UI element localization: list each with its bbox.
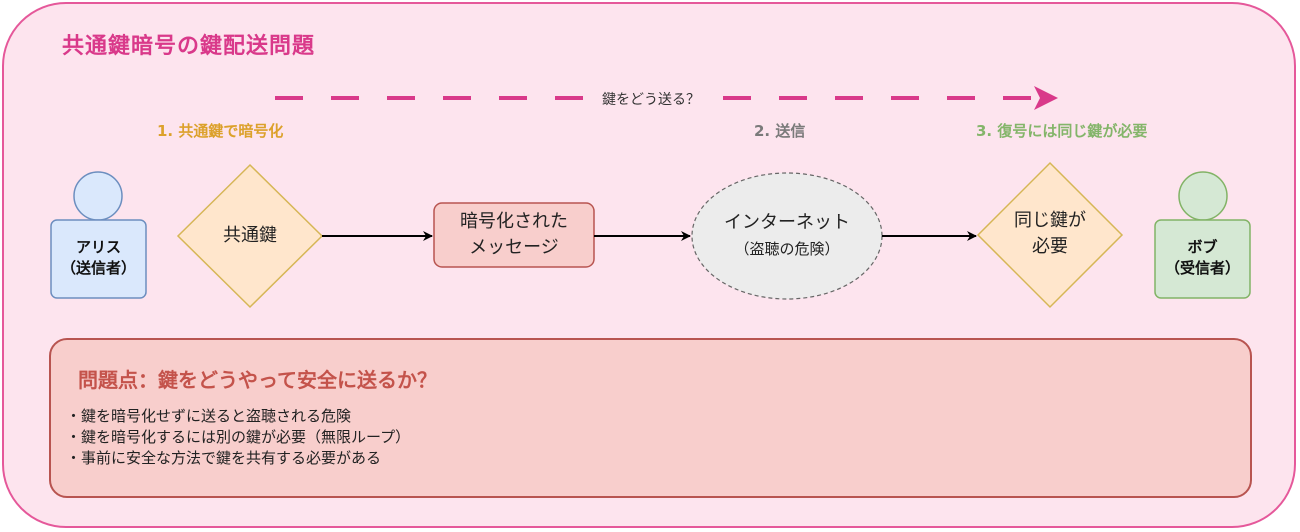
internet-node-label: インターネット （盗聴の危険） (697, 210, 877, 262)
sender-role: （送信者） (60, 259, 136, 277)
message-node-line2: メッセージ (469, 237, 559, 258)
problem-list: ・鍵を暗号化せずに送ると盗聴される危険 ・鍵を暗号化するには別の鍵が必要（無限ル… (66, 406, 410, 469)
receiver-person-icon (1154, 171, 1251, 299)
problem-title: 問題点：鍵をどうやって安全に送るか？ (78, 368, 437, 392)
receiver-name: ボブ (1187, 238, 1218, 256)
key-node-label: 共通鍵 (223, 225, 277, 246)
problem-item: ・事前に安全な方法で鍵を共有する必要がある (66, 449, 382, 467)
sender-name: アリス (75, 238, 121, 256)
message-node-label: 暗号化された メッセージ (434, 209, 594, 261)
problem-box (49, 338, 1252, 498)
message-node-line1: 暗号化された (460, 211, 568, 232)
problem-item: ・鍵を暗号化するには別の鍵が必要（無限ループ） (66, 428, 411, 446)
same-key-node-label: 同じ鍵が 必要 (990, 208, 1110, 260)
top-arrow-label: 鍵をどう送る？ (598, 89, 704, 109)
sender-person-icon (50, 171, 147, 299)
step-2-label: 2. 送信 (754, 122, 806, 140)
receiver-label: ボブ （受信者） (1155, 237, 1250, 279)
key-diamond (176, 163, 324, 309)
diagram-title: 共通鍵暗号の鍵配送問題 (62, 34, 316, 59)
top-arrowhead (1034, 86, 1058, 110)
internet-node-line2: （盗聴の危険） (734, 240, 840, 258)
same-key-diamond (976, 161, 1124, 309)
problem-item: ・鍵を暗号化せずに送ると盗聴される危険 (66, 407, 352, 425)
internet-node-line1: インターネット (724, 212, 850, 233)
same-key-node-line2: 必要 (1032, 236, 1068, 257)
receiver-role: （受信者） (1164, 259, 1240, 277)
sender-label: アリス （送信者） (51, 237, 146, 279)
same-key-node-line1: 同じ鍵が (1014, 210, 1086, 231)
step-3-label: 3. 復号には同じ鍵が必要 (976, 122, 1148, 140)
step-1-label: 1. 共通鍵で暗号化 (157, 122, 284, 140)
